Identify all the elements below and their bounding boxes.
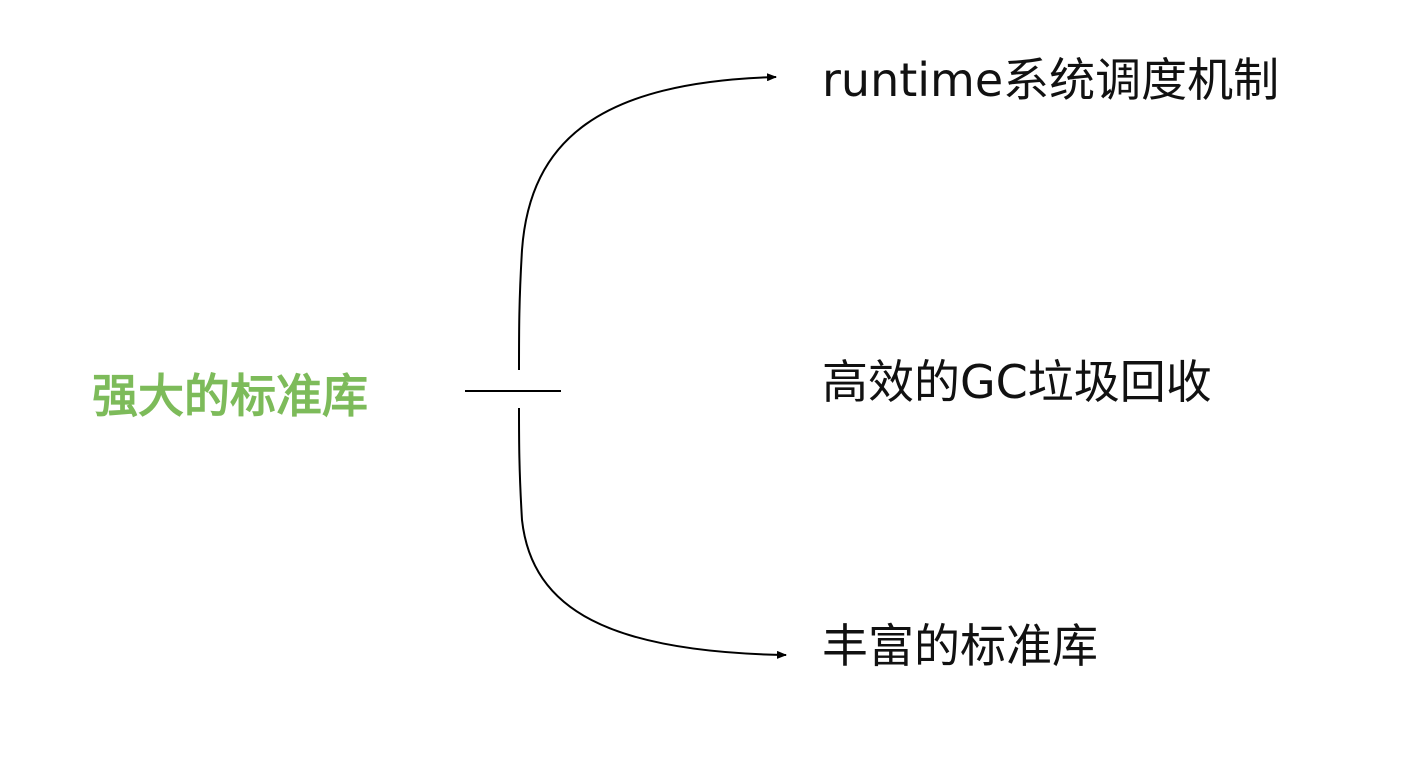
branch-label-runtime: runtime系统调度机制 (822, 53, 1280, 107)
branch-arrow-top (518, 73, 777, 371)
branch-label-gc: 高效的GC垃圾回收 (822, 355, 1212, 409)
branch-label-stdlib: 丰富的标准库 (822, 619, 1098, 673)
root-node-label: 强大的标准库 (92, 369, 368, 423)
branch-arrow-bottom (518, 407, 787, 659)
